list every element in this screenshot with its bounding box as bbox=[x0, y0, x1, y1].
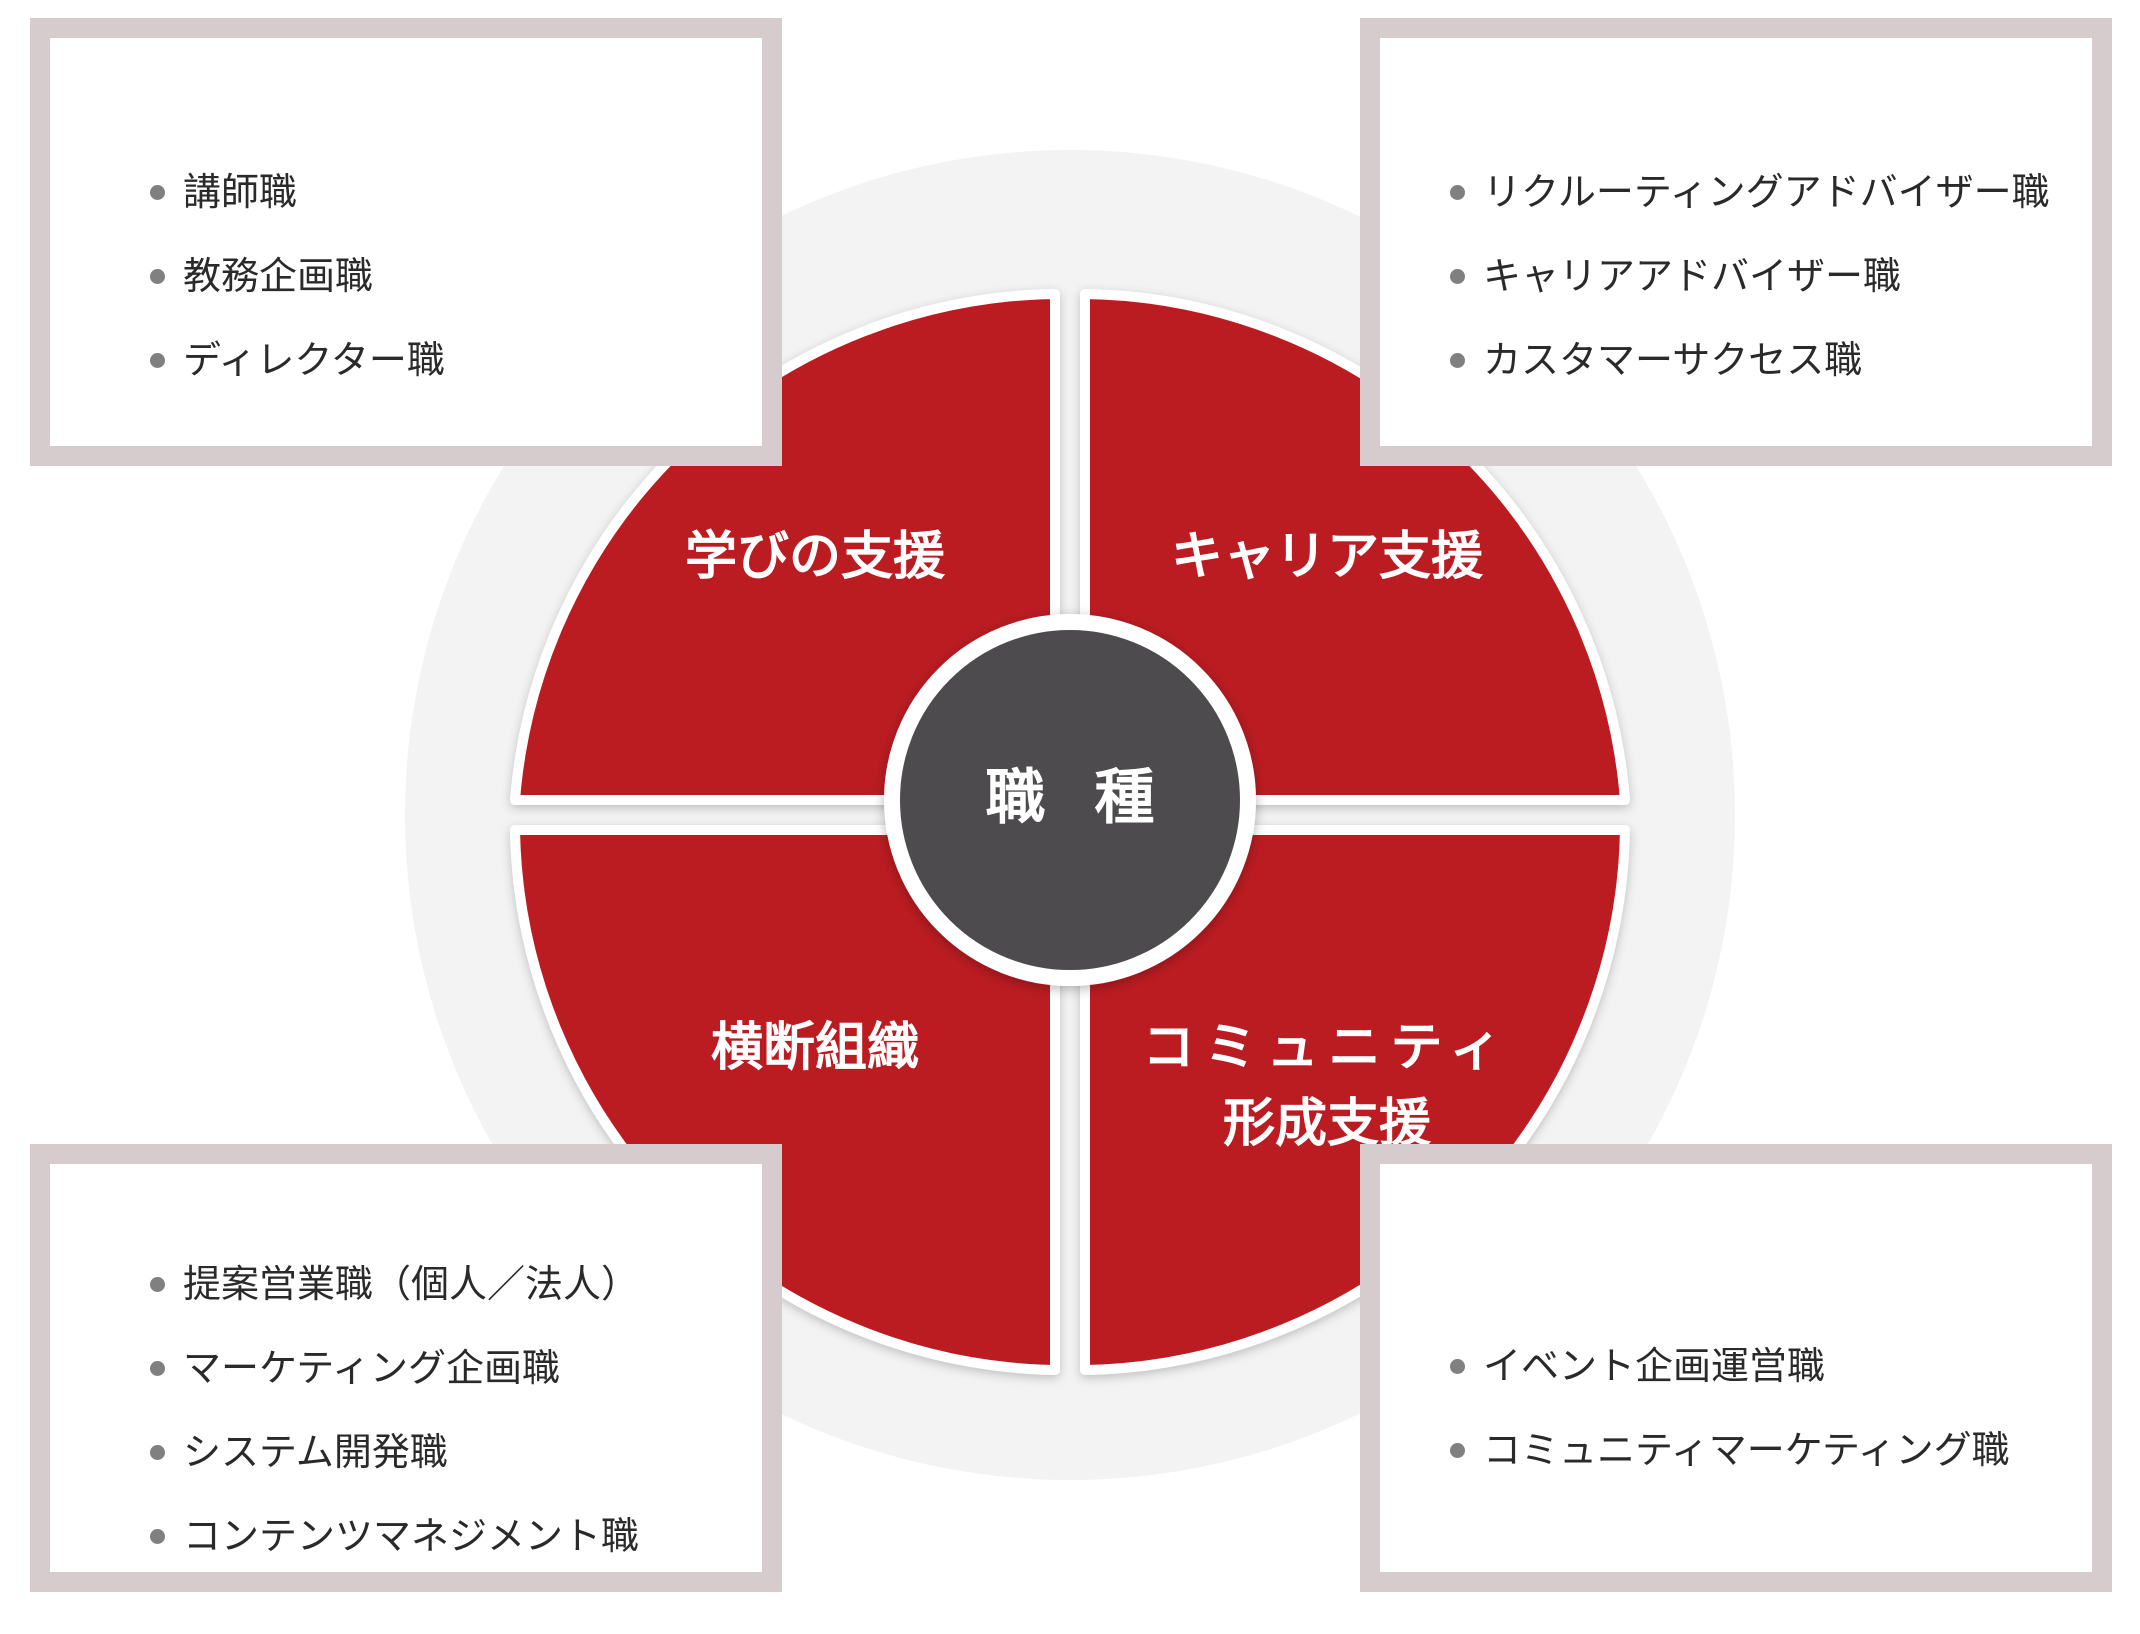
list-item: キャリアアドバイザー職 bbox=[1450, 234, 2050, 318]
list-item: 講師職 bbox=[150, 150, 445, 234]
center-label: 職 種 bbox=[986, 763, 1169, 833]
list-item: コミュニティマーケティング職 bbox=[1450, 1408, 2010, 1492]
bullet-dot-icon bbox=[1450, 353, 1465, 368]
bullet-dot-icon bbox=[150, 353, 165, 368]
quadrant-label-career-support: キャリア支援 bbox=[1171, 527, 1484, 587]
list-item-label: 提案営業職（個人／法人） bbox=[183, 1262, 640, 1306]
quadrant-label-cross-functional: 横断組織 bbox=[711, 1018, 919, 1078]
bullet-dot-icon bbox=[150, 1445, 165, 1460]
list-item-label: キャリアアドバイザー職 bbox=[1483, 254, 1902, 298]
job-list: イベント企画運営職コミュニティマーケティング職 bbox=[1450, 1324, 2010, 1492]
list-item: ディレクター職 bbox=[150, 318, 445, 402]
list-item: リクルーティングアドバイザー職 bbox=[1450, 150, 2050, 234]
list-item-label: イベント企画運営職 bbox=[1483, 1344, 1826, 1388]
job-box-cross-functional: 提案営業職（個人／法人） マーケティング企画職システム開発職コンテンツマネジメント… bbox=[30, 1144, 782, 1592]
list-item: システム開発職 bbox=[150, 1410, 639, 1494]
quadrant-label-learning-support: 学びの支援 bbox=[685, 527, 946, 587]
bullet-dot-icon bbox=[150, 269, 165, 284]
list-item-label: コンテンツマネジメント職 bbox=[183, 1514, 640, 1558]
list-item: 教務企画職 bbox=[150, 234, 445, 318]
bullet-dot-icon bbox=[150, 1529, 165, 1544]
list-item-label: コミュニティマーケティング職 bbox=[1483, 1428, 2010, 1472]
list-item-label: カスタマーサクセス職 bbox=[1483, 338, 1863, 382]
list-item-label: マーケティング企画職 bbox=[183, 1346, 560, 1390]
center-hub bbox=[884, 614, 1256, 986]
list-item: カスタマーサクセス職 bbox=[1450, 318, 2050, 402]
job-box-learning-support: 講師職教務企画職ディレクター職 bbox=[30, 18, 782, 466]
bullet-dot-icon bbox=[150, 1361, 165, 1376]
job-box-community-support: イベント企画運営職コミュニティマーケティング職 bbox=[1360, 1144, 2112, 1592]
list-item-label: 講師職 bbox=[183, 170, 298, 214]
quadrant-label-community-line1: コミュニティ bbox=[1143, 1018, 1512, 1078]
bullet-dot-icon bbox=[1450, 1443, 1465, 1458]
list-item-label: リクルーティングアドバイザー職 bbox=[1483, 170, 2050, 214]
list-item: イベント企画運営職 bbox=[1450, 1324, 2010, 1408]
job-box-career-support: リクルーティングアドバイザー職キャリアアドバイザー職カスタマーサクセス職 bbox=[1360, 18, 2112, 466]
bullet-dot-icon bbox=[1450, 269, 1465, 284]
job-list: 提案営業職（個人／法人） マーケティング企画職システム開発職コンテンツマネジメント… bbox=[150, 1242, 639, 1578]
bullet-dot-icon bbox=[1450, 185, 1465, 200]
list-item-label: 教務企画職 bbox=[183, 254, 374, 298]
list-item: マーケティング企画職 bbox=[150, 1326, 639, 1410]
job-list: 講師職教務企画職ディレクター職 bbox=[150, 150, 445, 402]
list-item: 提案営業職（個人／法人） bbox=[150, 1242, 639, 1326]
list-item-label: システム開発職 bbox=[183, 1430, 448, 1474]
bullet-dot-icon bbox=[150, 1277, 165, 1292]
bullet-dot-icon bbox=[150, 185, 165, 200]
list-item: コンテンツマネジメント職 bbox=[150, 1494, 639, 1578]
list-item-label: ディレクター職 bbox=[183, 338, 445, 382]
job-list: リクルーティングアドバイザー職キャリアアドバイザー職カスタマーサクセス職 bbox=[1450, 150, 2050, 402]
bullet-dot-icon bbox=[1450, 1359, 1465, 1374]
